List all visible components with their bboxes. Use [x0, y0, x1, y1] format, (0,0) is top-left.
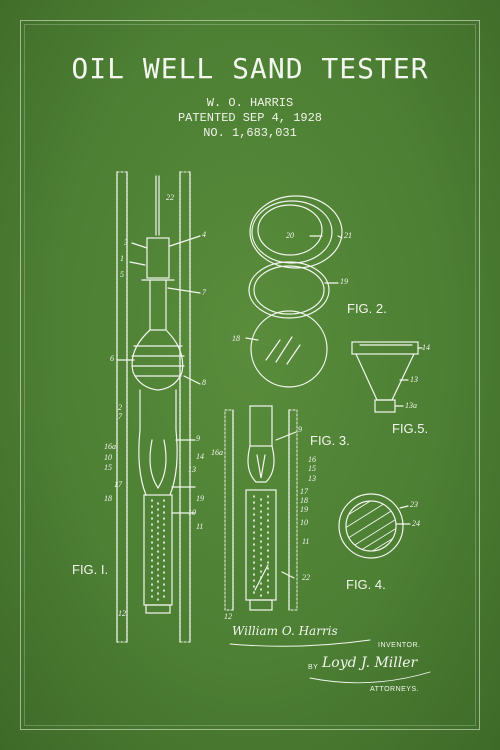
ref-number: 10 — [104, 453, 112, 462]
ref-number: 16a — [211, 448, 223, 457]
attorney-signature: Loyd J. Miller — [322, 655, 418, 671]
ref-number: 15 — [308, 464, 316, 473]
ref-number: 11 — [302, 537, 310, 546]
ref-number: 14 — [196, 452, 204, 461]
ref-number: 8 — [202, 378, 206, 387]
ref-number: 13a — [405, 401, 417, 410]
ref-number: 12 — [224, 612, 232, 621]
ref-number: 13 — [410, 375, 418, 384]
fig2-drawing — [245, 195, 343, 388]
ref-number: 7 — [118, 412, 122, 421]
outer-border — [20, 20, 480, 730]
ref-number: 12 — [118, 609, 126, 618]
fig1-label: FIG. I. — [72, 562, 109, 577]
ref-number: 13 — [308, 474, 316, 483]
ref-number: 19 — [340, 277, 348, 286]
ref-number: 14 — [422, 343, 430, 352]
ref-number: 16 — [308, 455, 316, 464]
ref-number: 9 — [298, 425, 302, 434]
ref-number: 18 — [300, 496, 308, 505]
fig4-label: FIG. 4. — [346, 577, 386, 592]
ref-number: 10 — [188, 508, 196, 517]
ref-number: 20 — [286, 231, 294, 240]
ref-number: 23 — [410, 500, 418, 509]
ref-number: 17 — [300, 487, 308, 496]
ref-number: 18 — [104, 494, 112, 503]
ref-number: 1 — [120, 254, 124, 263]
poster-title: OIL WELL SAND TESTER — [71, 52, 429, 85]
ref-number: 5 — [120, 270, 124, 279]
ref-number: 9 — [196, 434, 200, 443]
ref-number: 22 — [302, 573, 310, 582]
ref-number: 6 — [110, 354, 114, 363]
inventor-signature: William O. Harris — [232, 624, 338, 638]
ref-number: 15 — [104, 463, 112, 472]
patent-number: NO. 1,683,031 — [203, 126, 297, 140]
ref-number: 13 — [188, 465, 196, 474]
inventor-caption: INVENTOR. — [378, 642, 421, 649]
ref-number: 10 — [300, 518, 308, 527]
attorney-caption: ATTORNEYS. — [370, 686, 420, 693]
fig1-drawing — [116, 171, 201, 643]
ref-number: 19 — [300, 505, 308, 514]
ref-number: 3 — [124, 238, 128, 247]
ref-number: 19 — [196, 494, 204, 503]
ref-number: 24 — [412, 519, 420, 528]
ref-number: 16a — [104, 442, 116, 451]
by-label: BY — [308, 664, 319, 671]
inner-border — [24, 24, 476, 726]
fig3-label: FIG. 3. — [310, 433, 350, 448]
ref-number: 7 — [202, 288, 206, 297]
patent-date: PATENTED SEP 4, 1928 — [177, 111, 323, 125]
ref-number: 18 — [232, 334, 240, 343]
ref-number: 11 — [196, 522, 204, 531]
fig5-drawing — [351, 341, 423, 413]
fig5-label: FIG.5. — [392, 421, 429, 436]
fig3-drawing — [224, 405, 298, 611]
signature-flourish — [229, 639, 431, 684]
ref-number: 17 — [114, 480, 122, 489]
ref-number: 22 — [166, 193, 174, 202]
inventor-name: W. O. HARRIS — [206, 96, 294, 110]
ref-number: 21 — [344, 231, 352, 240]
ref-number: 4 — [202, 230, 206, 239]
fig2-label: FIG. 2. — [347, 301, 387, 316]
ref-number: 2 — [118, 403, 122, 412]
fig4-drawing — [338, 493, 411, 559]
